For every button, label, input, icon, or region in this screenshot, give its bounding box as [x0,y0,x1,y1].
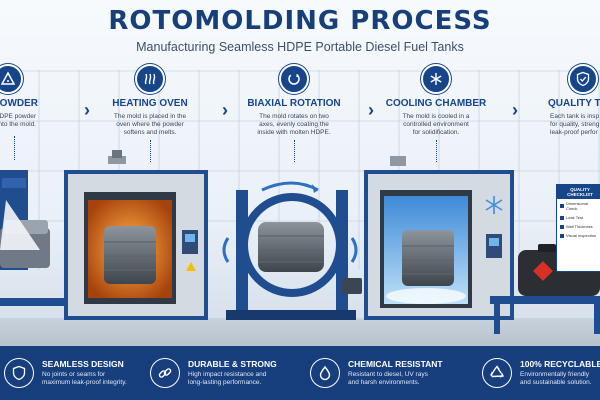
checklist-item: Wall Thickness [557,222,600,231]
connector-line [436,140,437,162]
checklist-item: Visual Inspection [557,231,600,240]
checklist-label: Visual Inspection [566,233,597,238]
feature-durable-strong: DURABLE & STRONG High impact resistance … [150,346,277,400]
connector-line [294,140,295,162]
feature-desc: Environmentally friendly and sustainable… [520,371,592,386]
chevron-right-icon: › [84,100,90,120]
step-desc: The mold is placed in the oven where the… [113,113,187,136]
page-title: ROTOMOLDING PROCESS [108,6,492,36]
checkbox-icon [560,233,564,238]
rotation-icon [279,64,309,94]
feature-recyclable: 100% RECYCLABLE Environmentally friendly… [482,346,600,400]
checklist-label: Leak Test [566,215,584,220]
step-cooling-chamber: COOLING CHAMBER The mold is cooled in a … [376,64,496,137]
shield-check-icon [568,64,598,94]
shield-icon [4,358,34,388]
step-desc: quality HDPE powder ded into the mold. [0,113,36,128]
recycle-icon [482,358,512,388]
checklist-label: Dimensional Check [566,201,589,211]
checklist-item: Leak Test [557,213,600,222]
checklist-title: QUALITY CHECKLIST [557,185,600,199]
step-title: QUALITY TES [548,98,600,109]
step-title: COOLING CHAMBER [385,98,487,109]
step-title: HEATING OVEN [112,98,188,109]
step-pe-powder: PE POWDER quality HDPE powder ded into t… [0,64,68,129]
step-biaxial-rotation: BIAXIAL ROTATION The mold rotates on two… [234,64,354,137]
feature-desc: Resistant to diesel, UV rays and harsh e… [348,371,428,386]
feature-title: 100% RECYCLABLE [520,359,600,369]
feature-desc: High impact resistance and long-lasting … [188,371,267,386]
checkbox-icon [560,204,564,208]
chevron-right-icon: › [222,100,228,120]
cooling-chamber-machine [364,156,514,320]
checklist-item: Dimensional Check [557,199,600,213]
step-desc: Each tank is insp for quality, streng le… [550,113,600,136]
process-illustration [0,150,600,334]
snowflake-icon [421,64,451,94]
feature-title: SEAMLESS DESIGN [42,359,124,369]
quality-checklist: QUALITY CHECKLIST Dimensional Check Leak… [556,184,600,272]
feature-title: CHEMICAL RESISTANT [348,359,443,369]
checkbox-icon [560,215,564,220]
feature-seamless-design: SEAMLESS DESIGN No joints or seams for m… [4,346,127,400]
checkbox-icon [560,224,564,229]
chevron-right-icon: › [512,100,518,120]
step-quality-test: QUALITY TES Each tank is insp for qualit… [524,64,600,137]
step-desc: The mold is cooled in a controlled envir… [402,113,470,136]
page-subtitle: Manufacturing Seamless HDPE Portable Die… [136,40,464,54]
step-desc: The mold rotates on two axes, evenly coa… [257,113,331,136]
biaxial-rotation-machine [222,181,362,320]
connector-line [14,136,15,160]
heat-waves-icon [135,64,165,94]
step-title: BIAXIAL ROTATION [247,98,341,109]
chevron-right-icon: › [368,100,374,120]
heating-oven-machine [64,150,208,320]
powder-icon [0,64,23,94]
checklist-label: Wall Thickness [566,224,593,229]
connector-line [150,140,151,162]
feature-desc: No joints or seams for maximum leak-proo… [42,371,127,386]
powder-station [0,170,66,306]
feature-chemical-resistant: CHEMICAL RESISTANT Resistant to diesel, … [310,346,443,400]
link-icon [150,358,180,388]
step-heating-oven: HEATING OVEN The mold is placed in the o… [90,64,210,137]
feature-title: DURABLE & STRONG [188,359,277,369]
droplet-icon [310,358,340,388]
step-title: PE POWDER [0,98,38,109]
warning-icon [186,262,196,271]
